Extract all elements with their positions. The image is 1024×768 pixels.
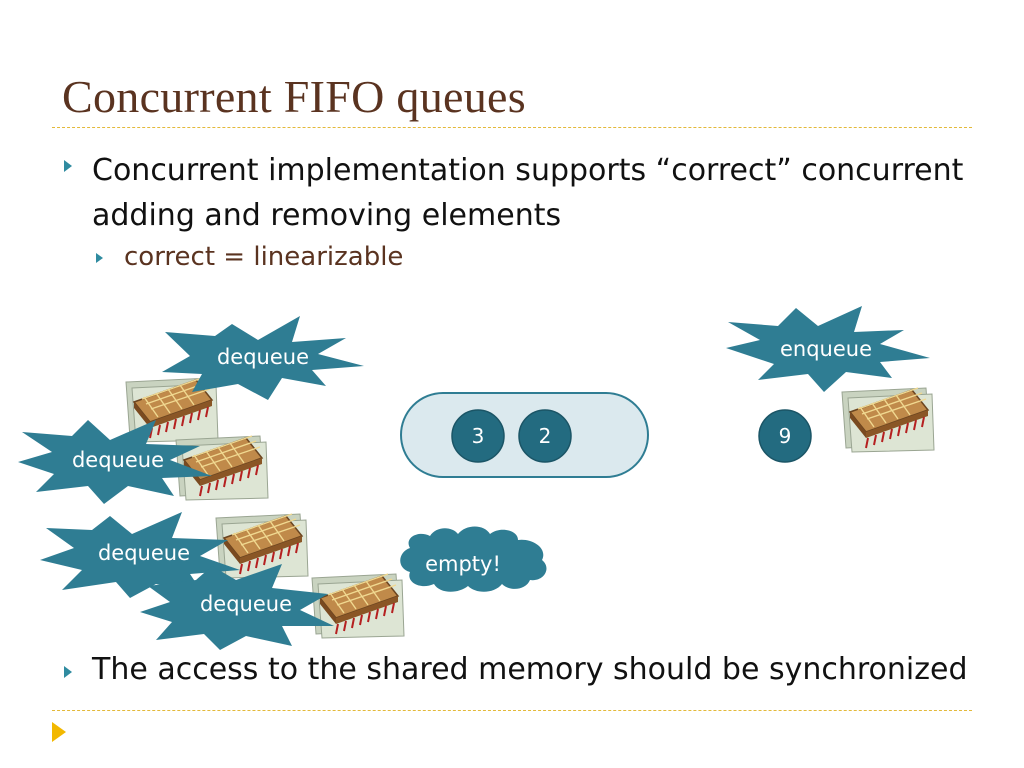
- sub-bullet-linearizable: correct = linearizable: [124, 242, 404, 272]
- dequeue-label: dequeue: [217, 345, 309, 369]
- processor-chip-icon: [311, 573, 405, 639]
- dequeue-burst: dequeue: [40, 512, 240, 598]
- dequeue-label: dequeue: [200, 592, 292, 616]
- processor-chip-icon: [841, 387, 935, 453]
- dequeue-burst: dequeue: [18, 420, 212, 504]
- queue-item: 3: [451, 409, 505, 463]
- bullet-concurrent-implementation: Concurrent implementation supports “corr…: [92, 153, 964, 233]
- bullet-synchronized-access: The access to the shared memory should b…: [92, 652, 968, 687]
- bullet-arrow-icon: [64, 160, 72, 172]
- dequeue-burst: dequeue: [140, 564, 334, 650]
- queue-item-label: 2: [539, 424, 552, 448]
- title-divider: [52, 127, 972, 128]
- footer-divider: [52, 710, 972, 711]
- queue-container: 3 2: [400, 392, 649, 478]
- incoming-item-label: 9: [779, 424, 792, 448]
- incoming-item: 9: [758, 409, 812, 463]
- slide-title: Concurrent FIFO queues: [62, 71, 526, 122]
- empty-cloud: empty!: [400, 526, 547, 592]
- bullet-arrow-icon: [64, 666, 72, 678]
- dequeue-burst: dequeue: [162, 316, 364, 400]
- empty-label: empty!: [425, 552, 501, 576]
- dequeue-label: dequeue: [98, 541, 190, 565]
- sub-bullet-arrow-icon: [96, 253, 103, 263]
- slide-marker-icon: [52, 722, 66, 742]
- enqueue-label: enqueue: [780, 337, 872, 361]
- enqueue-burst: enqueue: [726, 306, 930, 392]
- queue-item: 2: [518, 409, 572, 463]
- dequeue-label: dequeue: [72, 448, 164, 472]
- queue-item-label: 3: [472, 424, 485, 448]
